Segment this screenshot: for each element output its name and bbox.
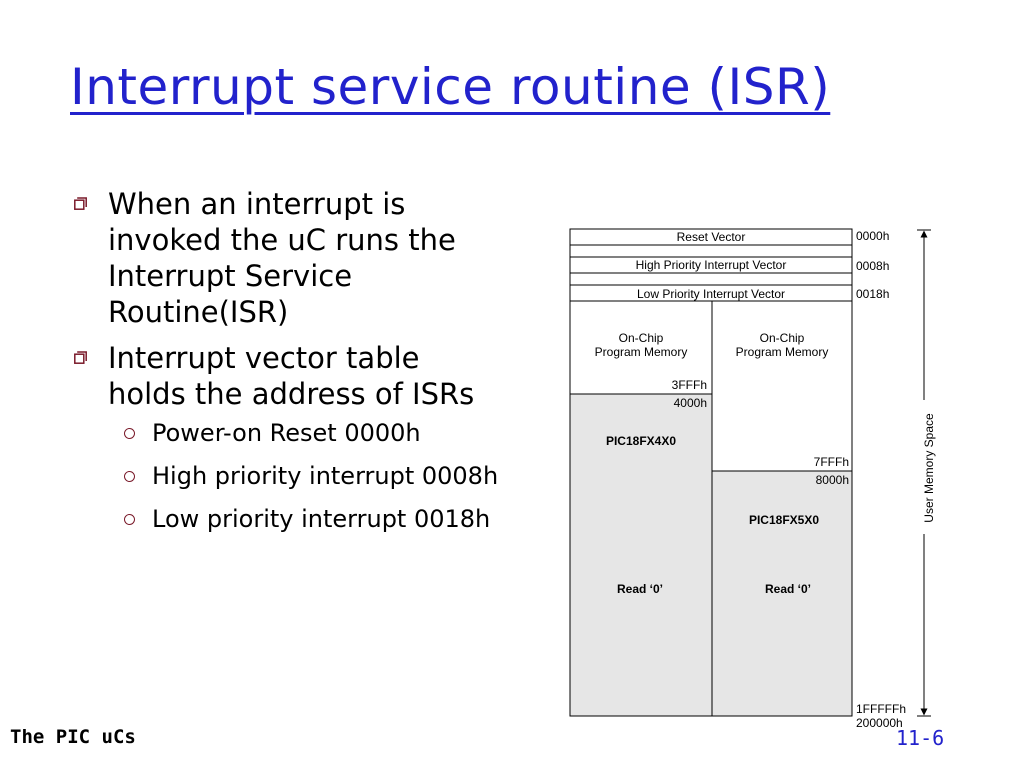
on-chip-memory-right: [711, 300, 853, 472]
address-8000: 8000h: [816, 473, 849, 487]
address-0018: 0018h: [856, 287, 889, 301]
vector-gap-row: [569, 244, 853, 258]
sub-bullet-item: High priority interrupt 0008h: [118, 461, 502, 492]
bullet-item: Interrupt vector table holds the address…: [72, 340, 502, 535]
ring-bullet-icon: [124, 428, 135, 439]
sub-bullet-item: Low priority interrupt 0018h: [118, 504, 502, 535]
slide-number: 11-6: [896, 726, 945, 750]
device-left-label: PIC18FX4X0: [606, 434, 676, 448]
address-200000: 200000h: [856, 716, 903, 730]
address-0000: 0000h: [856, 229, 889, 243]
device-right-label: PIC18FX5X0: [749, 513, 819, 527]
bullet-item: When an interrupt is invoked the uC runs…: [72, 186, 502, 330]
low-priority-vector-label: Low Priority Interrupt Vector: [637, 287, 785, 301]
sub-bullet-text: Power-on Reset 0000h: [152, 419, 421, 447]
address-3fff: 3FFFh: [672, 378, 707, 392]
sub-bullet-text: High priority interrupt 0008h: [152, 462, 499, 490]
address-1fffff: 1FFFFFh: [856, 702, 906, 716]
footer-course-label: The PIC uCs: [10, 726, 136, 748]
on-chip-right-label-line2: Program Memory: [736, 345, 829, 359]
on-chip-left-label-line1: On-Chip: [619, 331, 664, 345]
sub-bullet-text: Low priority interrupt 0018h: [152, 505, 491, 533]
address-0008: 0008h: [856, 259, 889, 273]
address-4000: 4000h: [674, 396, 707, 410]
on-chip-left-label-line2: Program Memory: [595, 345, 688, 359]
sub-bullet-item: Power-on Reset 0000h: [118, 418, 502, 449]
vector-gap-row: [569, 272, 853, 286]
ring-bullet-icon: [124, 471, 135, 482]
slide-title: Interrupt service routine (ISR): [70, 58, 831, 116]
bullet-text: When an interrupt is invoked the uC runs…: [108, 187, 456, 329]
sub-bullet-list: Power-on Reset 0000h High priority inter…: [118, 418, 502, 535]
high-priority-vector-label: High Priority Interrupt Vector: [636, 258, 787, 272]
bullet-list: When an interrupt is invoked the uC runs…: [72, 186, 502, 547]
on-chip-right-label-line1: On-Chip: [760, 331, 805, 345]
read-zero-left-label: Read ‘0’: [617, 582, 663, 596]
box-bullet-icon: [74, 197, 87, 210]
unimplemented-right: [711, 470, 853, 717]
read-zero-right-label: Read ‘0’: [765, 582, 811, 596]
reset-vector-label: Reset Vector: [677, 230, 746, 244]
bullet-text: Interrupt vector table holds the address…: [108, 341, 475, 411]
user-memory-space-label: User Memory Space: [922, 413, 936, 523]
on-chip-memory-left: [569, 300, 713, 395]
box-bullet-icon: [74, 351, 87, 364]
ring-bullet-icon: [124, 514, 135, 525]
unimplemented-left: [569, 393, 713, 717]
address-7fff: 7FFFh: [814, 455, 849, 469]
